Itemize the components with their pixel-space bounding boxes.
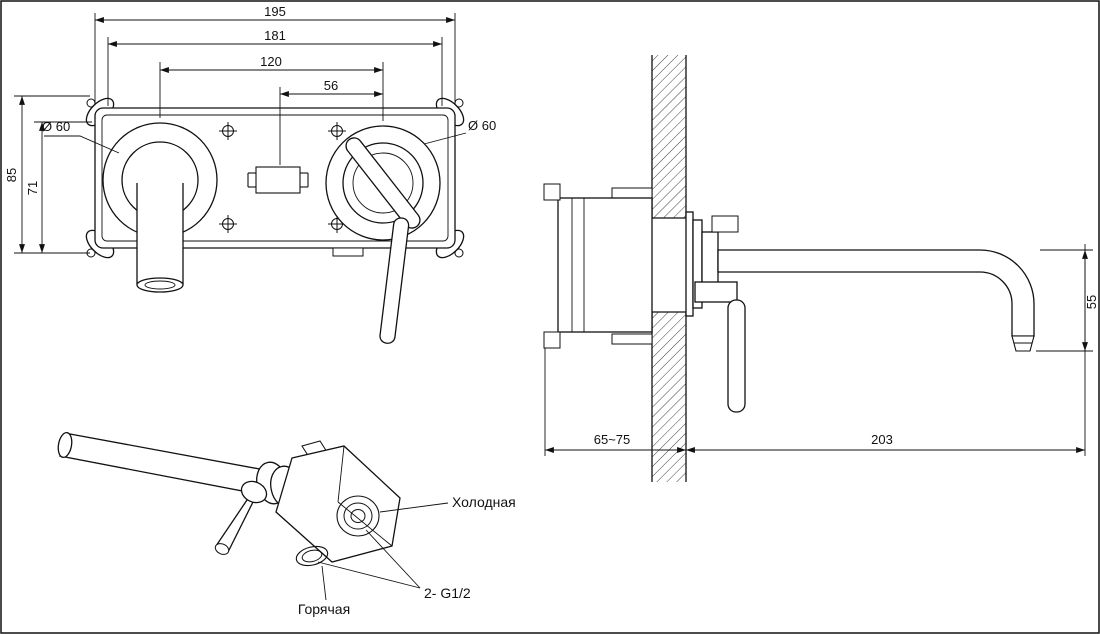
label-cold-inlet: Холодная xyxy=(452,494,516,510)
dim-offset: 56 xyxy=(324,78,338,93)
iso-leaders xyxy=(317,502,449,601)
front-view-dimensions xyxy=(14,13,467,254)
dim-spout-reach: 203 xyxy=(871,432,893,447)
leader-diameter-left xyxy=(44,135,120,154)
iso-cold-port xyxy=(336,495,380,537)
screw-marks xyxy=(219,122,346,233)
dim-diameter-right: Ø 60 xyxy=(468,118,496,133)
front-view xyxy=(85,97,465,344)
isometric-view xyxy=(57,431,449,601)
right-valve-handle xyxy=(325,125,441,344)
spout-side xyxy=(717,249,1035,352)
side-view-dimensions xyxy=(544,244,1093,456)
iso-spout xyxy=(57,431,266,495)
concealed-body xyxy=(543,183,653,349)
escutcheon-and-hub xyxy=(685,211,739,317)
handle-side xyxy=(694,281,746,413)
dim-height-inner: 71 xyxy=(25,181,40,195)
dim-centers: 120 xyxy=(260,54,282,69)
center-junction xyxy=(247,166,309,194)
label-hot-inlet: Горячая xyxy=(298,601,350,617)
leader-hot xyxy=(321,565,327,601)
leader-diameter-right xyxy=(423,132,467,145)
iso-handle xyxy=(214,480,268,555)
dim-height-total: 85 xyxy=(4,168,19,182)
dim-width-total: 195 xyxy=(264,4,286,19)
dim-wall-depth: 65~75 xyxy=(594,432,631,447)
iso-hot-port xyxy=(295,545,329,567)
leader-cold xyxy=(379,502,449,513)
leader-thread-1 xyxy=(365,529,421,589)
dim-diameter-left: Ø 60 xyxy=(42,119,70,134)
left-valve-spout-outlet xyxy=(102,122,218,293)
dim-spout-drop: 55 xyxy=(1084,295,1099,309)
dim-width-inner: 181 xyxy=(264,28,286,43)
side-view xyxy=(543,55,1035,482)
leader-thread-2 xyxy=(317,561,421,589)
label-thread-size: 2- G1/2 xyxy=(424,585,471,601)
